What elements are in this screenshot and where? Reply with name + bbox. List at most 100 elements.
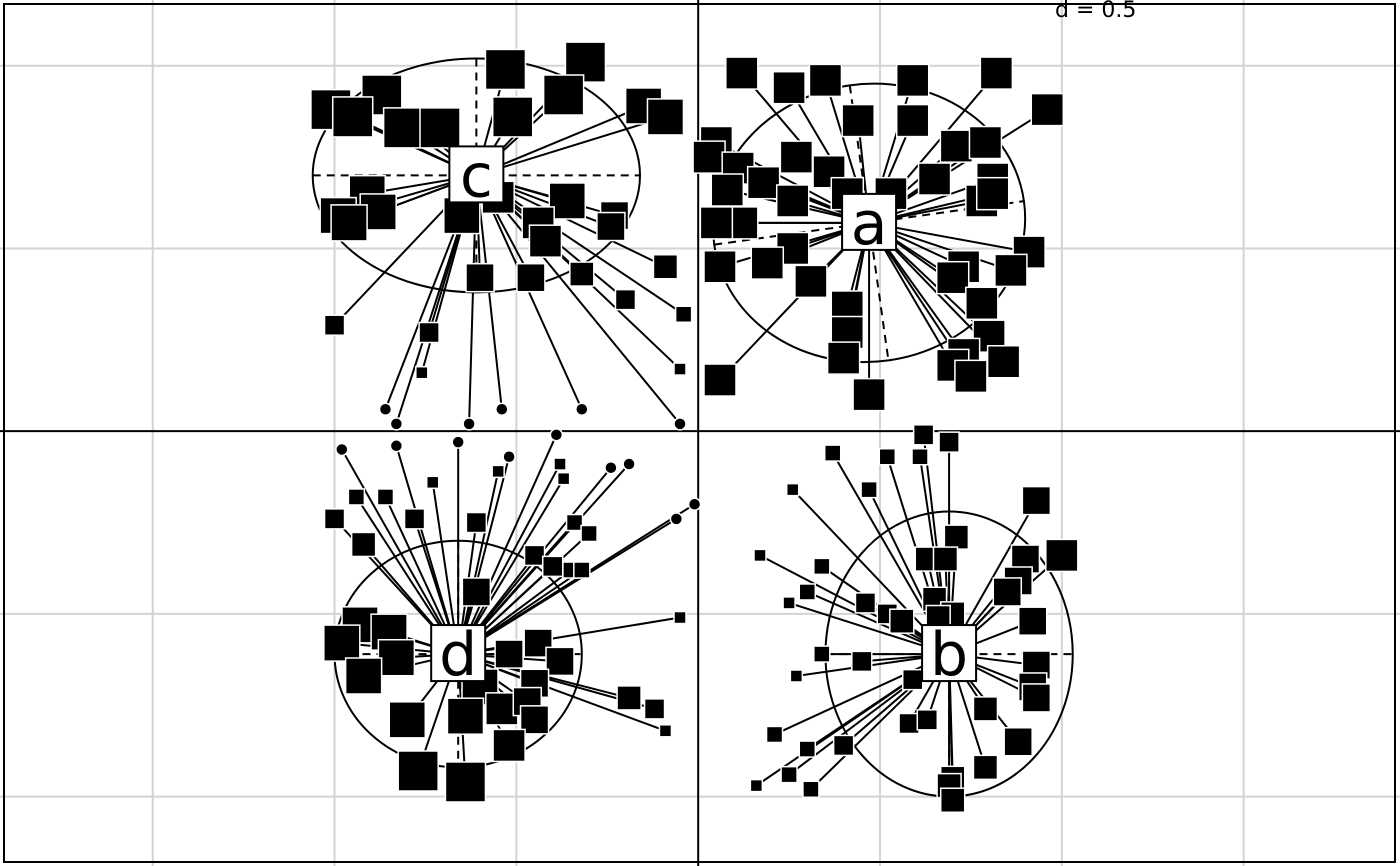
group-label-b: b — [921, 620, 978, 690]
data-point-b — [753, 548, 767, 563]
star-line-d — [340, 448, 460, 655]
data-point-d — [580, 524, 598, 543]
data-point-b — [1017, 606, 1048, 636]
data-point-b — [932, 546, 959, 572]
star-line-c — [475, 174, 681, 425]
data-point-a — [954, 359, 988, 394]
data-point-b — [798, 740, 817, 758]
data-point-b — [1021, 485, 1052, 516]
group-label-d: d — [430, 620, 487, 690]
data-point-b — [798, 583, 817, 601]
data-point-b — [813, 557, 831, 576]
data-point-a — [935, 260, 970, 295]
data-point-d — [565, 513, 584, 532]
star-line-d — [457, 463, 561, 655]
data-point-c — [674, 305, 693, 323]
data-point-a — [703, 249, 737, 284]
star-line-d — [457, 471, 500, 655]
data-point-b — [972, 754, 999, 781]
data-point-a — [1012, 235, 1046, 269]
data-point-d — [492, 728, 526, 763]
data-point-d — [376, 488, 395, 506]
data-point-b — [901, 668, 924, 691]
data-point-d — [388, 701, 427, 739]
data-point-d — [549, 428, 564, 442]
star-line-c — [476, 115, 666, 177]
data-point-a — [939, 129, 974, 163]
data-point-b — [802, 780, 820, 799]
data-point-c — [462, 417, 476, 431]
data-point-a — [986, 344, 1021, 379]
data-point-d — [461, 577, 492, 607]
data-point-c — [569, 261, 595, 287]
data-point-a — [965, 286, 999, 321]
data-point-c — [389, 417, 404, 431]
data-point-a — [994, 253, 1028, 288]
data-point-b — [765, 725, 784, 744]
data-point-a — [895, 63, 930, 98]
data-point-d — [616, 685, 642, 711]
data-point-a — [746, 165, 781, 200]
data-point-a — [808, 63, 843, 98]
data-point-c — [419, 107, 461, 149]
data-point-d — [622, 457, 636, 471]
data-point-d — [494, 639, 524, 669]
data-point-d — [643, 698, 666, 720]
data-point-c — [673, 362, 687, 376]
scale-label: d = 0.5 — [1055, 0, 1136, 23]
data-point-b — [1021, 683, 1052, 713]
group-label-box — [448, 145, 505, 204]
data-point-b — [1003, 727, 1033, 757]
data-point-c — [330, 204, 368, 242]
data-point-d — [389, 439, 404, 453]
group-d: d — [323, 428, 702, 803]
data-point-b — [943, 524, 970, 550]
data-point-c — [548, 182, 587, 220]
data-point-d — [573, 561, 591, 579]
data-point-d — [669, 512, 684, 526]
data-point-d — [541, 555, 564, 578]
data-point-b — [782, 596, 796, 610]
data-point-a — [725, 56, 759, 90]
data-point-d — [347, 488, 366, 506]
data-point-c — [614, 288, 637, 311]
group-label-text: c — [460, 141, 493, 211]
data-point-c — [323, 314, 346, 336]
data-point-b — [912, 424, 935, 446]
plot-frame — [3, 3, 1396, 863]
data-point-b — [860, 480, 878, 499]
data-point-c — [652, 253, 679, 280]
group-a: a — [692, 56, 1065, 412]
data-point-a — [975, 176, 1010, 211]
data-point-b — [939, 787, 966, 813]
data-point-d — [444, 761, 487, 803]
group-label-box — [841, 192, 898, 251]
data-point-b — [813, 645, 831, 663]
data-point-b — [823, 444, 842, 462]
data-point-b — [916, 709, 939, 731]
data-point-a — [826, 341, 861, 375]
data-point-d — [673, 610, 687, 625]
data-point-a — [917, 162, 952, 196]
star-line-d — [457, 434, 558, 655]
data-point-a — [692, 140, 726, 174]
data-point-d — [502, 450, 516, 464]
data-point-a — [968, 125, 1003, 160]
data-point-d — [545, 646, 575, 677]
data-point-a — [750, 246, 785, 280]
data-point-d — [556, 471, 571, 486]
star-line-d — [457, 456, 511, 655]
data-point-b — [854, 592, 877, 614]
data-point-c — [418, 321, 440, 344]
plot-area: a b c d — [310, 41, 1079, 813]
group-label-a: a — [841, 189, 898, 259]
data-point-d — [604, 460, 618, 475]
data-point-b — [992, 577, 1023, 607]
star-line-d — [457, 518, 677, 655]
group-label-text: a — [851, 189, 888, 259]
data-point-c — [596, 211, 626, 242]
data-point-c — [575, 402, 589, 416]
data-point-a — [703, 363, 737, 397]
